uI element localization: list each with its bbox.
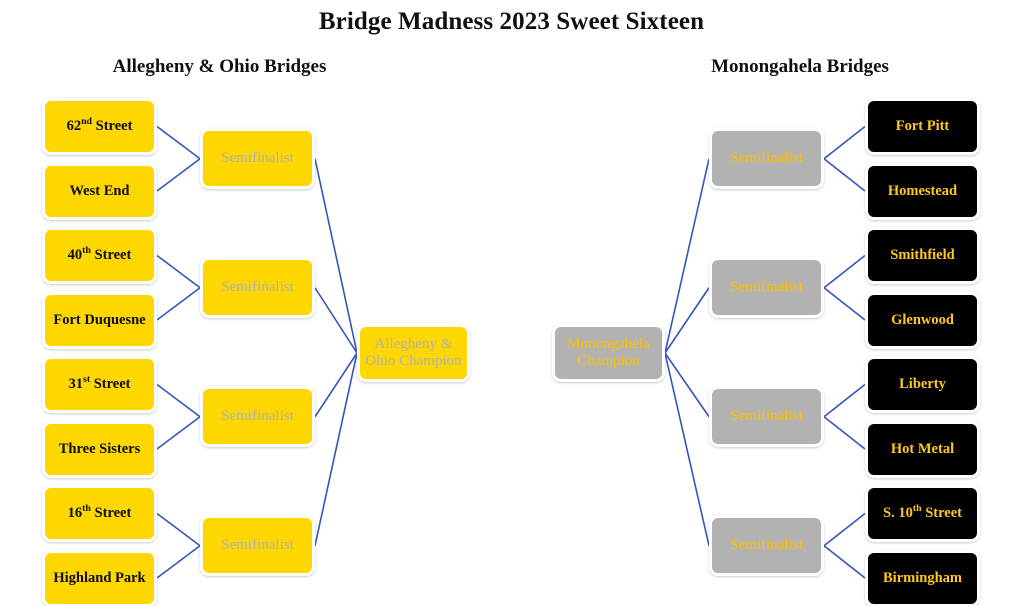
connector-line <box>156 254 201 289</box>
connector-line <box>314 158 358 354</box>
team-31st-street-label: 31st Street <box>68 374 131 393</box>
connector-line <box>823 158 866 192</box>
connector-line <box>823 512 866 547</box>
connector-line <box>314 352 358 546</box>
connector-line <box>664 352 710 546</box>
team-west-end[interactable]: West End <box>42 162 157 220</box>
section-header-monongahela: Monongahela Bridges <box>711 56 889 77</box>
semifinalist-left-3-label: Semifinalist <box>221 408 294 425</box>
team-three-sisters[interactable]: Three Sisters <box>42 420 157 478</box>
semifinalist-right-1[interactable]: Semifinalist <box>709 128 824 190</box>
team-smithfield-label: Smithfield <box>890 247 955 264</box>
connector-line <box>314 287 358 354</box>
semifinalist-left-1[interactable]: Semifinalist <box>200 128 315 190</box>
team-hot-metal[interactable]: Hot Metal <box>865 420 980 478</box>
team-16th-street[interactable]: 16th Street <box>42 485 157 542</box>
connector-line <box>823 545 866 579</box>
semifinalist-right-4[interactable]: Semifinalist <box>709 515 824 577</box>
team-liberty-label: Liberty <box>899 376 946 393</box>
connector-line <box>156 158 201 192</box>
semifinalist-right-3[interactable]: Semifinalist <box>709 386 824 448</box>
semifinalist-left-1-label: Semifinalist <box>221 150 294 167</box>
team-glenwood[interactable]: Glenwood <box>865 291 980 349</box>
team-highland-park[interactable]: Highland Park <box>42 549 157 606</box>
semifinalist-right-2-label: Semifinalist <box>730 279 803 296</box>
team-62nd-street-label: 62nd Street <box>66 116 133 135</box>
semifinalist-right-3-label: Semifinalist <box>730 408 803 425</box>
team-homestead[interactable]: Homestead <box>865 162 980 220</box>
team-birmingham[interactable]: Birmingham <box>865 549 980 606</box>
team-16th-street-label: 16th Street <box>67 503 132 522</box>
team-hot-metal-label: Hot Metal <box>890 440 955 457</box>
champion-allegheny-ohio[interactable]: Allegheny &Ohio Champion <box>357 324 470 382</box>
team-fort-pitt-label: Fort Pitt <box>895 118 950 135</box>
team-fort-duquesne-label: Fort Duquesne <box>53 311 146 328</box>
team-glenwood-label: Glenwood <box>891 311 954 328</box>
team-40th-street-label: 40th Street <box>67 245 132 264</box>
team-40th-street[interactable]: 40th Street <box>42 227 157 284</box>
team-liberty[interactable]: Liberty <box>865 356 980 413</box>
team-fort-pitt[interactable]: Fort Pitt <box>865 98 980 155</box>
section-header-allegheny-ohio: Allegheny & Ohio Bridges <box>112 56 327 77</box>
connector-line <box>156 383 201 418</box>
semifinalist-left-2-label: Semifinalist <box>221 279 294 296</box>
connector-line <box>664 158 710 354</box>
team-three-sisters-label: Three Sisters <box>58 440 141 457</box>
champion-allegheny-ohio-label: Allegheny &Ohio Champion <box>365 336 462 369</box>
page-title: Bridge Madness 2023 Sweet Sixteen <box>318 8 705 35</box>
semifinalist-right-1-label: Semifinalist <box>730 150 803 167</box>
connector-line <box>823 254 866 289</box>
connector-line <box>664 352 710 418</box>
team-62nd-street[interactable]: 62nd Street <box>42 98 157 155</box>
connector-line <box>156 125 201 160</box>
connector-line <box>314 352 358 418</box>
connector-line <box>156 545 201 579</box>
semifinalist-left-2[interactable]: Semifinalist <box>200 257 315 319</box>
team-smithfield[interactable]: Smithfield <box>865 227 980 284</box>
connector-line <box>823 383 866 418</box>
semifinalist-left-4[interactable]: Semifinalist <box>200 515 315 577</box>
team-homestead-label: Homestead <box>887 182 958 199</box>
connector-line <box>823 287 866 321</box>
semifinalist-left-3[interactable]: Semifinalist <box>200 386 315 448</box>
semifinalist-left-4-label: Semifinalist <box>221 537 294 554</box>
connector-line <box>823 416 866 450</box>
semifinalist-right-2[interactable]: Semifinalist <box>709 257 824 319</box>
connector-line <box>156 416 201 450</box>
team-west-end-label: West End <box>69 182 130 199</box>
team-s-10th-street-label: S. 10th Street <box>883 503 962 522</box>
semifinalist-right-4-label: Semifinalist <box>730 537 803 554</box>
connector-line <box>156 287 201 321</box>
team-31st-street[interactable]: 31st Street <box>42 356 157 413</box>
connector-line <box>823 125 866 160</box>
team-fort-duquesne[interactable]: Fort Duquesne <box>42 291 157 349</box>
team-highland-park-label: Highland Park <box>53 569 146 586</box>
connector-line <box>156 512 201 547</box>
team-birmingham-label: Birmingham <box>883 569 962 586</box>
team-s-10th-street[interactable]: S. 10th Street <box>865 485 980 542</box>
connector-line <box>664 287 710 354</box>
